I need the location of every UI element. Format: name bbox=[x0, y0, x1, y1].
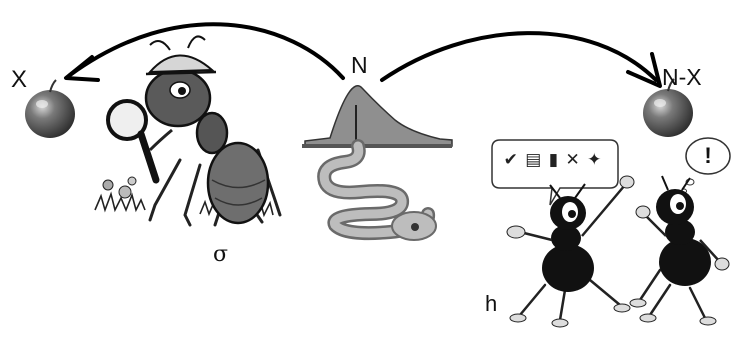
listening-ant-icon bbox=[629, 137, 731, 326]
apple-icon-right bbox=[643, 78, 693, 137]
speech-bubble-icons: ✔ ▤ ▮ ✕ ✦ bbox=[503, 150, 603, 170]
ant-nest-icon bbox=[302, 85, 453, 241]
label-n: N bbox=[351, 52, 368, 78]
speaking-ant-icon bbox=[491, 139, 635, 328]
label-n-minus-x: N-X bbox=[662, 64, 702, 90]
scout-ant-icon bbox=[94, 35, 282, 227]
arrow-to-x-head bbox=[64, 55, 100, 82]
label-x: X bbox=[11, 66, 28, 93]
thought-bubble-exclamation: ! bbox=[704, 143, 712, 168]
apple-icon-left bbox=[25, 79, 75, 138]
label-h: h bbox=[485, 291, 498, 316]
arrow-to-x bbox=[68, 22, 345, 80]
arrow-to-n-minus-x-head bbox=[626, 52, 662, 88]
label-sigma: σ bbox=[213, 242, 229, 267]
arrow-to-n-minus-x bbox=[380, 31, 658, 82]
